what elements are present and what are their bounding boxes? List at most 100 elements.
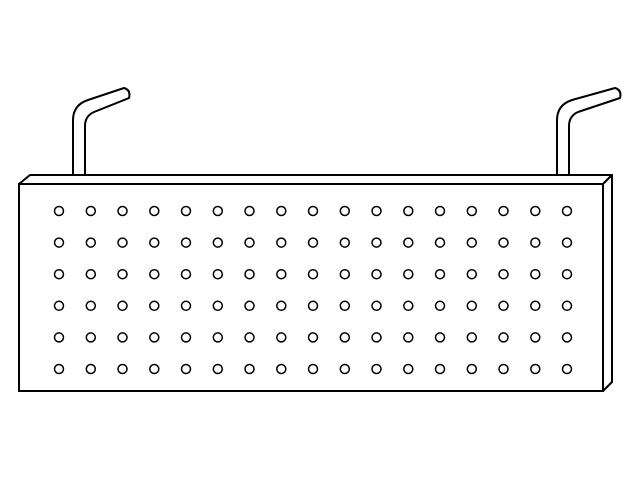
perforation-hole	[434, 332, 446, 343]
perforation-hole	[498, 268, 509, 280]
perforation-hole	[466, 363, 478, 375]
perforation-hole	[434, 268, 446, 280]
perforation-hole	[53, 205, 65, 217]
perforation-hole	[244, 363, 255, 375]
perforation-hole	[339, 237, 351, 248]
perforation-hole	[403, 332, 414, 343]
perforation-hole	[244, 332, 255, 343]
perforation-hole	[212, 268, 224, 280]
perforation-hole	[85, 205, 97, 217]
perforation-hole	[276, 332, 287, 343]
perforation-hole	[212, 300, 224, 312]
perforation-hole	[307, 300, 319, 312]
perforation-hole	[530, 237, 541, 248]
perforation-hole	[149, 300, 160, 312]
perforation-hole	[339, 268, 351, 280]
perforation-hole	[149, 237, 160, 248]
perforation-hole	[149, 268, 160, 280]
perforation-hole	[307, 268, 319, 280]
perforation-hole	[371, 237, 382, 248]
perforation-hole	[498, 300, 509, 312]
perforation-hole	[561, 363, 573, 375]
perforation-hole	[53, 300, 65, 312]
panel-front-face	[18, 183, 604, 392]
panel-top-face	[18, 174, 613, 185]
perforation-hole	[117, 268, 128, 280]
left-mounting-hook	[72, 87, 131, 175]
perforation-hole	[371, 300, 382, 312]
perforation-hole	[307, 363, 319, 375]
perforation-hole	[85, 300, 97, 312]
perforation-hole	[307, 205, 319, 217]
perforation-hole	[403, 237, 414, 248]
perforation-hole	[180, 332, 192, 343]
perforation-hole	[530, 363, 541, 375]
right-hook-outline	[556, 87, 622, 175]
perforation-hole	[244, 300, 255, 312]
perforation-hole	[498, 363, 509, 375]
perforation-hole	[212, 237, 224, 248]
perforation-hole	[180, 363, 192, 375]
perforation-hole	[117, 205, 128, 217]
perforation-hole	[276, 363, 287, 375]
perforation-hole	[561, 237, 573, 248]
perforation-hole	[212, 332, 224, 343]
perforation-hole	[498, 332, 509, 343]
perforation-hole	[180, 268, 192, 280]
perforation-hole	[434, 237, 446, 248]
panel-side-face	[602, 174, 613, 392]
perforation-hole	[371, 205, 382, 217]
perforation-hole	[561, 332, 573, 343]
perforation-hole	[180, 237, 192, 248]
perforation-hole	[434, 300, 446, 312]
perforation-hole	[117, 300, 128, 312]
perforation-hole	[339, 363, 351, 375]
perforation-hole	[466, 268, 478, 280]
perforation-hole	[403, 363, 414, 375]
perforation-hole	[276, 268, 287, 280]
perforation-hole	[307, 237, 319, 248]
perforation-grid	[53, 205, 573, 375]
perforation-hole	[466, 205, 478, 217]
perforation-hole	[85, 268, 97, 280]
perforation-hole	[561, 300, 573, 312]
perforation-hole	[498, 237, 509, 248]
panel-body	[18, 174, 613, 392]
perforation-hole	[530, 268, 541, 280]
perforation-hole	[561, 205, 573, 217]
perforation-hole	[180, 300, 192, 312]
perforation-hole	[339, 205, 351, 217]
perforation-hole	[307, 332, 319, 343]
perforation-hole	[530, 205, 541, 217]
perforation-hole	[371, 268, 382, 280]
perforation-hole	[276, 237, 287, 248]
perforation-hole	[434, 363, 446, 375]
perforation-hole	[466, 237, 478, 248]
perforation-hole	[85, 332, 97, 343]
perforation-hole	[530, 332, 541, 343]
perforation-hole	[53, 363, 65, 375]
perforation-hole	[403, 205, 414, 217]
perforation-hole	[212, 363, 224, 375]
perforation-hole	[149, 363, 160, 375]
perforation-hole	[434, 205, 446, 217]
perforation-hole	[339, 300, 351, 312]
perforation-hole	[149, 332, 160, 343]
perforation-hole	[403, 300, 414, 312]
perforation-hole	[117, 237, 128, 248]
perforation-hole	[53, 332, 65, 343]
left-hook-outline	[72, 87, 131, 175]
perforation-hole	[53, 237, 65, 248]
perforation-hole	[244, 205, 255, 217]
perforation-hole	[466, 332, 478, 343]
perforation-hole	[530, 300, 541, 312]
perforation-hole	[180, 205, 192, 217]
perforation-hole	[244, 268, 255, 280]
perforation-hole	[85, 237, 97, 248]
perforation-hole	[53, 268, 65, 280]
perforation-hole	[498, 205, 509, 217]
perforation-hole	[244, 237, 255, 248]
perforation-hole	[85, 363, 97, 375]
